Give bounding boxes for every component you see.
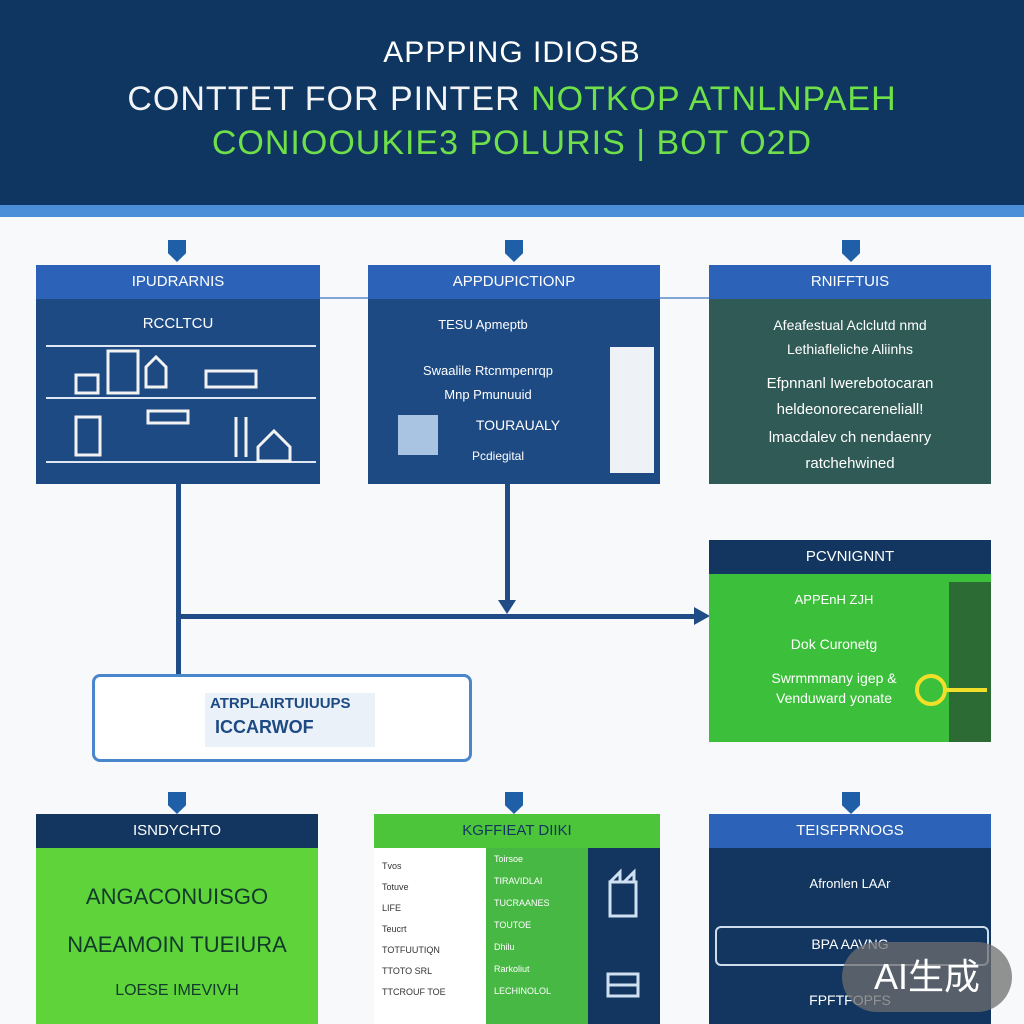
feature-item: TTOTO SRL	[382, 966, 433, 976]
feature-item: Dhilu	[494, 942, 515, 952]
house-icon	[256, 428, 292, 463]
box-application-line3: TOURAUALY	[475, 417, 561, 433]
feature-column-2: Toirsoe TIRAVIDLAI TUCRAANES TOUTOE Dhil…	[486, 848, 588, 1024]
header-title-line2-b: NOTKOP ATNLNPAEH	[531, 80, 897, 118]
box-application: APPDUPICTIONP TESU Apmeptb Swaalile Rtcn…	[368, 265, 660, 484]
box-benefits-line5: lmacdalev ch nendaenry	[768, 429, 932, 446]
callout-panel	[205, 693, 375, 747]
box-application-line1: Swaalile Rtcnmpenrqp	[422, 363, 554, 378]
header-title-line1: APPPING IDIOSB	[383, 36, 641, 69]
feature-item: TUCRAANES	[494, 898, 550, 908]
barn-icon	[144, 354, 168, 389]
box-industry-line2: NAEAMOIN TUEIURA	[67, 932, 287, 957]
divider-line	[46, 397, 316, 399]
tab-marker-1	[168, 240, 186, 262]
factory-icon	[606, 868, 640, 998]
divider-line	[46, 461, 316, 463]
box-environment-title: PCVNIGNNT	[709, 540, 991, 574]
box-benefits: RNIFFTUIS Afeafestual Aclclutd nmd Lethi…	[709, 265, 991, 484]
silo-icon	[106, 349, 140, 395]
callout-box: ATRPLAIRTUIUUPS ICCARWOF	[92, 674, 472, 762]
ai-generated-badge: AI生成	[842, 942, 1012, 1012]
header-title-line2: CONTTET FOR PINTER NOTKOP ATNLNPAEH	[0, 80, 1024, 119]
box-industry-title: ISNDYCHTO	[36, 814, 318, 848]
header-title-line3: CONIOOUKIE3 POLURIS | BOT O2D	[211, 124, 813, 162]
equipment-icons	[74, 349, 292, 463]
header-stripe	[0, 205, 1024, 217]
box-application-title: APPDUPICTIONP	[368, 265, 660, 299]
divider-line	[46, 345, 316, 347]
box-benefits-line2: Lethiafleliche Aliinhs	[786, 341, 914, 357]
box-key-features: KGFFIEAT DIIKI Tvos Totuve LIFE Teucrt T…	[374, 814, 660, 1024]
feature-column-1: Tvos Totuve LIFE Teucrt TOTFUUTIQN TTOTO…	[382, 856, 484, 1024]
box-benefits-line4: heldeonorecareneliall!	[776, 401, 924, 418]
pipe-icon	[234, 417, 248, 457]
box-industry: ISNDYCHTO ANGACONUISGO NAEAMOIN TUEIURA …	[36, 814, 318, 1024]
box-benefits-line6: ratchehwined	[805, 455, 895, 472]
feature-item: Teucrt	[382, 924, 407, 934]
feature-item: Rarkoliut	[494, 964, 530, 974]
device-icon	[398, 415, 438, 455]
callout-line1: ATRPLAIRTUIUUPS	[210, 695, 351, 712]
tab-marker-6	[842, 792, 860, 814]
gear-icon	[915, 674, 987, 706]
tab-marker-3	[842, 240, 860, 262]
feature-item: TOUTOE	[494, 920, 532, 930]
box-application-subtitle: TESU Apmeptb	[438, 317, 528, 332]
box-benefits-title: RNIFFTUIS	[709, 265, 991, 299]
feature-item: Toirsoe	[494, 854, 524, 864]
feature-item: TOTFUUTIQN	[382, 945, 440, 955]
document-panel	[610, 347, 654, 473]
feature-item: Tvos	[382, 861, 402, 871]
arrow-down-icon	[498, 600, 516, 614]
tractor-icon	[74, 373, 100, 395]
tab-marker-2	[505, 240, 523, 262]
box-environment-line2: Dok Curonetg	[790, 636, 878, 652]
machine-icon	[146, 409, 190, 425]
box-application-line2: Mnp Pmunuuid	[444, 387, 532, 402]
connector-line-1	[176, 484, 181, 679]
box-environment: PCVNIGNNT APPEnH ZJH Dok Curonetg Swrmmm…	[709, 540, 991, 742]
feature-item: LECHINOLOL	[494, 986, 552, 996]
connector-line-2	[505, 484, 510, 604]
box-techniques-title: TEISFPRNOGS	[709, 814, 991, 848]
tab-marker-4	[168, 792, 186, 814]
box-industry-line3: LOESE IMEVIVH	[115, 982, 239, 999]
feature-item: TTCROUF TOE	[382, 987, 446, 997]
tab-marker-5	[505, 792, 523, 814]
box-benefits-line3: Efpnnanl Iwerebotocaran	[766, 375, 934, 392]
header-banner: APPPING IDIOSB CONTTET FOR PINTER NOTKOP…	[0, 0, 1024, 205]
box-environment-line4: Venduward yonate	[776, 690, 892, 706]
header-title-line2-a: CONTTET FOR PINTER	[127, 80, 521, 118]
tank-icon	[74, 415, 102, 457]
box-key-features-title: KGFFIEAT DIIKI	[374, 814, 660, 848]
feature-item: TIRAVIDLAI	[494, 876, 543, 886]
box-resources-title: IPUDRARNIS	[36, 265, 320, 299]
feature-icons-panel	[588, 848, 660, 1024]
truck-icon	[204, 369, 258, 389]
feature-item: Totuve	[382, 882, 409, 892]
box-resources: IPUDRARNIS RCCLTCU	[36, 265, 320, 484]
arrow-right-icon	[694, 607, 710, 625]
box-resources-subtitle: RCCLTCU	[142, 315, 214, 332]
connector-line-3	[176, 614, 696, 619]
feature-item: LIFE	[382, 903, 402, 913]
side-panel	[949, 582, 991, 742]
box-industry-line1: ANGACONUISGO	[85, 884, 269, 909]
box-application-line4: Pcdiegital	[471, 449, 525, 463]
box-environment-line3: Swrmmmany igep &	[771, 670, 897, 686]
callout-line2: ICCARWOF	[215, 717, 314, 737]
box-environment-line1: APPEnH ZJH	[794, 592, 874, 607]
box-techniques-line1: Afronlen LAAr	[809, 876, 891, 891]
box-benefits-line1: Afeafestual Aclclutd nmd	[773, 317, 927, 333]
